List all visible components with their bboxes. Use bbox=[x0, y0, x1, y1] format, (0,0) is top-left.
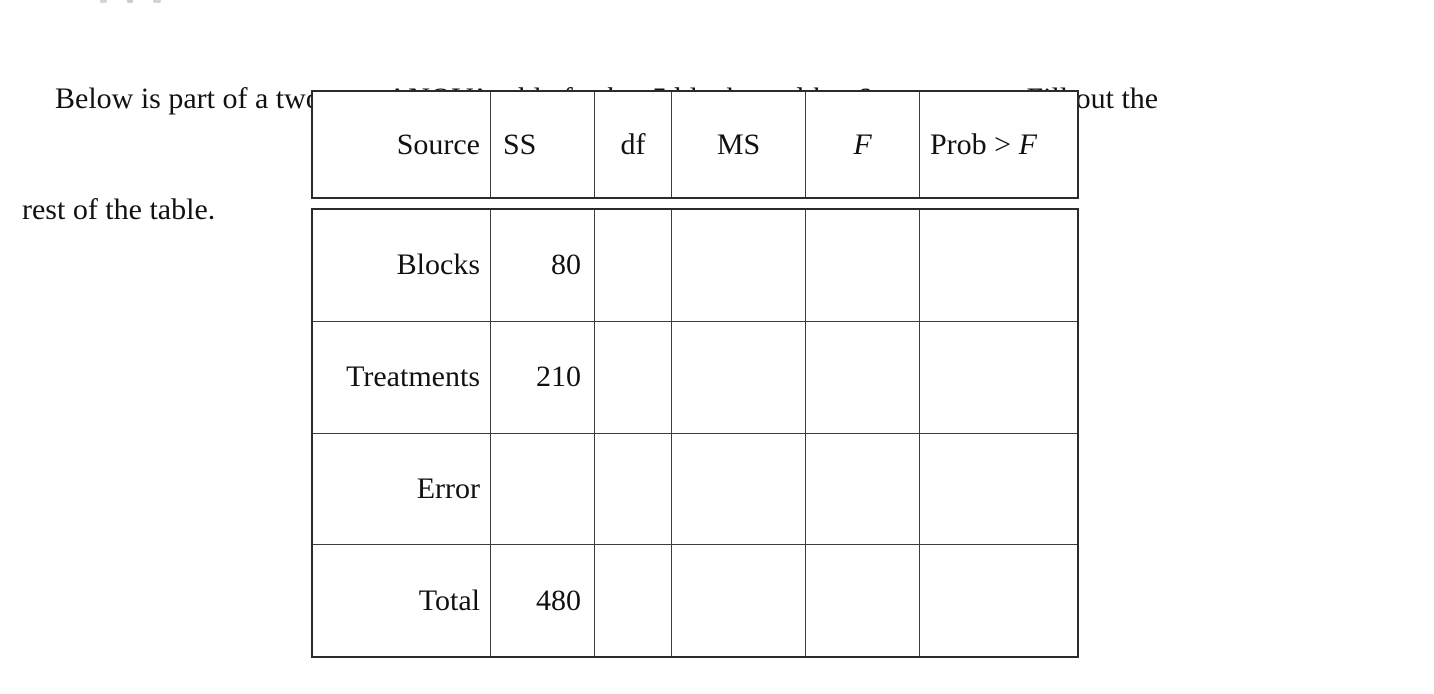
table-row-total: Total 480 bbox=[313, 545, 1077, 656]
cell-error-prob bbox=[920, 434, 1077, 545]
cell-treatments-df bbox=[595, 321, 672, 433]
table-row-blocks: Blocks 80 bbox=[313, 210, 1077, 322]
cell-blocks-ms bbox=[672, 210, 806, 321]
header-cell-f: F bbox=[806, 92, 920, 197]
cell-total-ss: 480 bbox=[491, 545, 595, 656]
header-cell-prob-f: Prob > F bbox=[920, 92, 1077, 197]
header-row: Source SS df MS F Prob > F bbox=[313, 92, 1077, 197]
cell-total-f bbox=[806, 545, 920, 656]
table-row-error: Error bbox=[313, 433, 1077, 546]
cell-treatments-prob bbox=[920, 322, 1077, 433]
cell-error-f bbox=[806, 433, 920, 545]
header-cell-ms: MS bbox=[672, 92, 806, 197]
header-cell-ss: SS bbox=[491, 92, 595, 197]
cell-total-source: Total bbox=[313, 545, 491, 656]
cell-error-ms bbox=[672, 433, 806, 545]
cell-error-source: Error bbox=[313, 433, 491, 545]
cell-blocks-ss: 80 bbox=[491, 210, 595, 321]
prob-f-var: F bbox=[1018, 127, 1037, 161]
header-cell-df: df bbox=[595, 92, 672, 197]
cell-blocks-df bbox=[595, 210, 672, 321]
cell-total-ms bbox=[672, 545, 806, 656]
cell-error-ss bbox=[491, 433, 595, 545]
cell-total-df bbox=[595, 545, 672, 656]
cell-treatments-ms bbox=[672, 321, 806, 433]
problem-text-line2: rest of the table. bbox=[22, 193, 216, 226]
cell-blocks-prob bbox=[920, 210, 1077, 321]
cell-total-prob bbox=[920, 545, 1077, 656]
prob-gt-label: Prob > bbox=[930, 127, 1019, 161]
cell-blocks-source: Blocks bbox=[313, 210, 491, 321]
table-row-treatments: Treatments 210 bbox=[313, 321, 1077, 434]
cell-treatments-source: Treatments bbox=[313, 321, 491, 433]
cell-treatments-f bbox=[806, 321, 920, 433]
cell-blocks-f bbox=[806, 210, 920, 321]
cell-treatments-ss: 210 bbox=[491, 321, 595, 433]
cell-error-df bbox=[595, 433, 672, 545]
clipped-text-artifact bbox=[100, 0, 107, 3]
anova-table-body: Blocks 80 Treatments 210 Error Total 480 bbox=[311, 208, 1079, 658]
anova-table-header: Source SS df MS F Prob > F bbox=[311, 90, 1079, 199]
header-cell-source: Source bbox=[313, 92, 491, 197]
clipped-text-artifact bbox=[127, 0, 133, 3]
clipped-text-artifact bbox=[153, 0, 161, 3]
